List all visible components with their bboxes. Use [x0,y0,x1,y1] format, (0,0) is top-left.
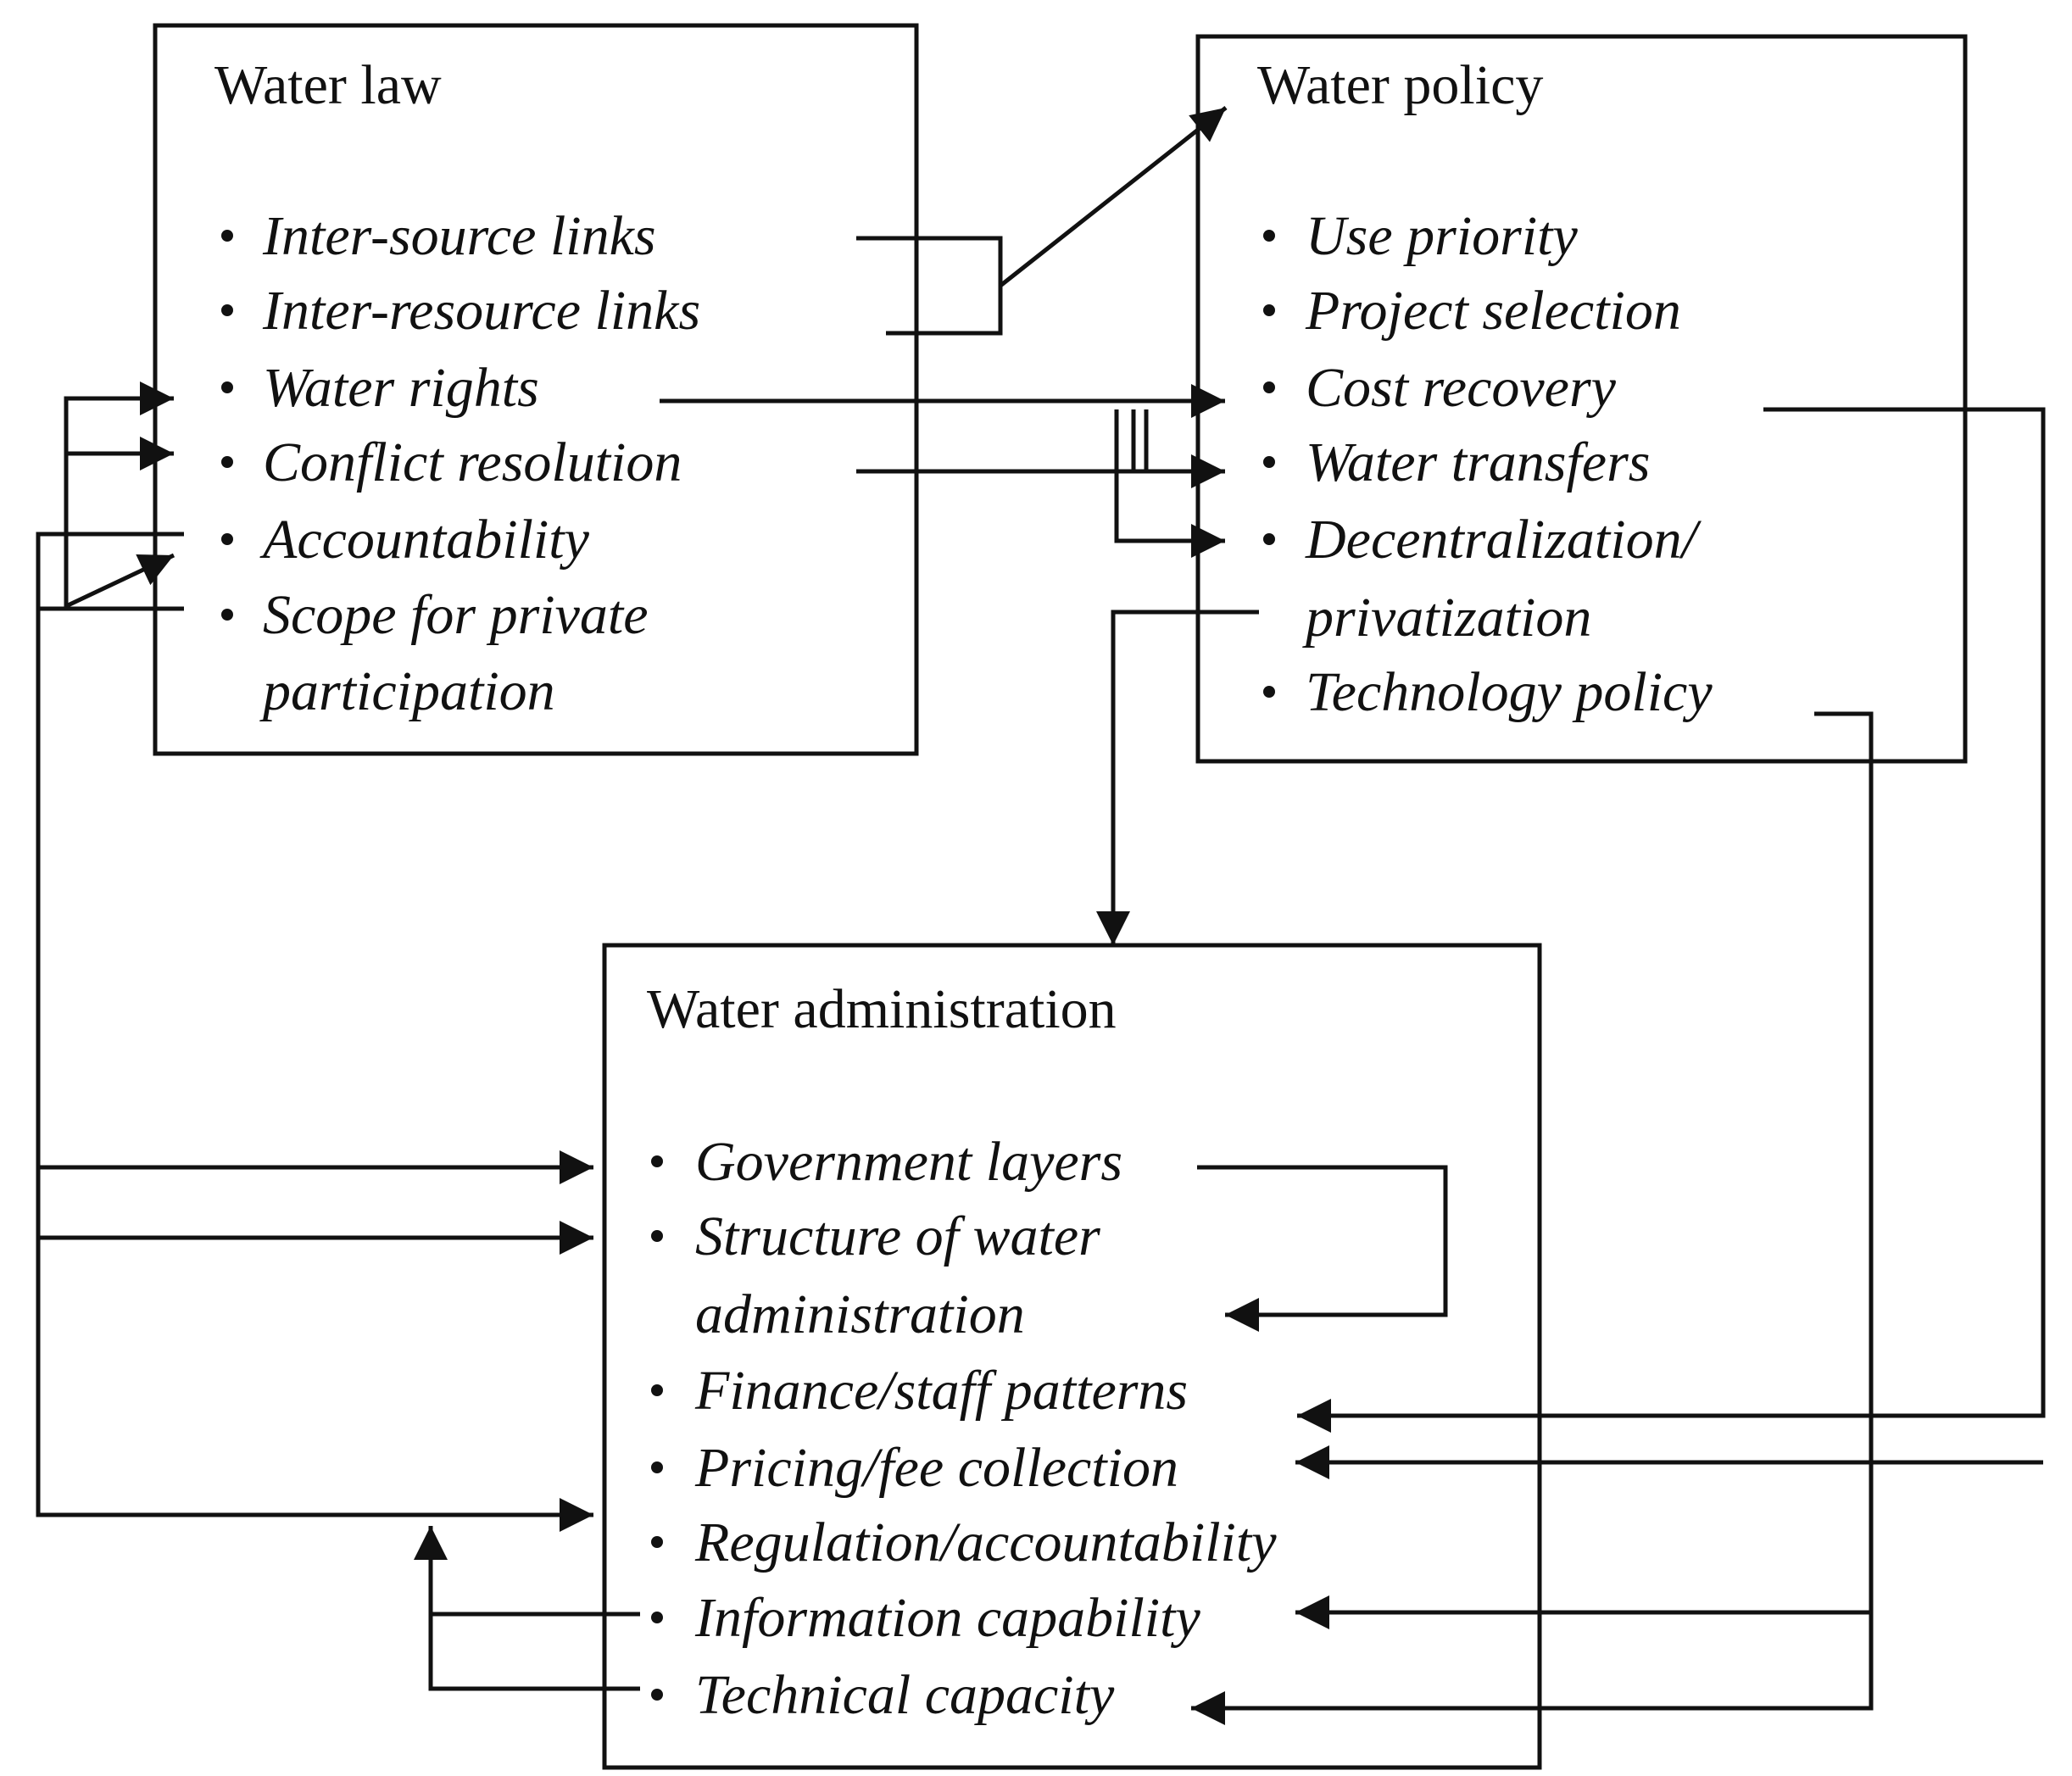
list-item: Structure of water [695,1205,1100,1267]
list-item: Technology policy [1306,661,1713,723]
bullet-icon [221,304,233,316]
feedback-to-water-rights-arrow [64,381,174,609]
list-item: Cost recovery [1306,357,1617,419]
law-links-to-policy-connector [856,236,1003,336]
list-item: Pricing/fee collection [694,1437,1178,1499]
bullet-icon [221,533,233,545]
list-item: Scope for private [263,584,649,646]
policy-to-administration-arrow [1096,610,1259,945]
cost-recovery-to-finance-arrow [1297,407,2046,1433]
left-feedback-bus [36,532,593,1532]
water-policy-title: Water policy [1257,54,1543,116]
bullet-icon [651,1384,663,1396]
water-administration-box [602,943,1542,1770]
list-item: Project selection [1305,280,1681,342]
list-item: Government layers [695,1131,1122,1193]
bullet-icon [221,456,233,468]
list-item: Conflict resolution [263,431,682,493]
water-law-items: Inter-source links Inter-resource links … [221,205,700,722]
list-item: Decentralization/ [1305,509,1702,571]
bullet-icon [651,1230,663,1242]
bullet-icon [221,230,233,242]
bullet-icon [1263,686,1275,698]
list-item: privatization [1302,587,1591,649]
list-item: Use priority [1306,205,1579,267]
technology-policy-to-information-arrow [1295,711,1874,1629]
list-item: administration [695,1283,1025,1345]
government-layers-to-structure-arrow [1197,1165,1448,1332]
water-policy-items: Use priority Project selection Cost reco… [1263,205,1713,723]
bullet-icon [651,1612,663,1623]
water-administration-title: Water administration [647,978,1117,1040]
water-administration-items: Government layers Structure of water adm… [651,1131,1277,1726]
bullet-icon [1263,456,1275,468]
bullet-icon [1263,533,1275,545]
bullet-icon [1263,381,1275,393]
list-item: Accountability [259,509,590,571]
list-item: Technical capacity [695,1664,1115,1726]
list-item: Finance/staff patterns [694,1360,1188,1422]
law-branch-connector [1131,409,1149,471]
bullet-icon [651,1536,663,1548]
list-item: participation [259,660,555,722]
list-item: Regulation/accountability [694,1512,1277,1573]
water-law-title: Water law [214,54,442,116]
bullet-icon [1263,304,1275,316]
bullet-icon [651,1461,663,1473]
list-item: Inter-source links [262,205,656,267]
bullet-icon [221,381,233,393]
bullet-icon [651,1155,663,1167]
law-links-to-policy-arrow [999,106,1228,287]
capacity-loop-arrow [431,1526,640,1691]
law-to-decentralization-arrow [1114,409,1225,558]
list-item: Water rights [263,357,539,419]
list-item: Water transfers [1306,431,1650,493]
feedback-to-accountability-arrow [64,553,175,609]
bullet-icon [1263,230,1275,242]
list-item: Information capability [694,1587,1200,1649]
technology-policy-to-technical-arrow [1191,1612,1874,1725]
bullet-icon [651,1689,663,1701]
bullet-icon [221,609,233,621]
list-item: Inter-resource links [262,280,700,342]
